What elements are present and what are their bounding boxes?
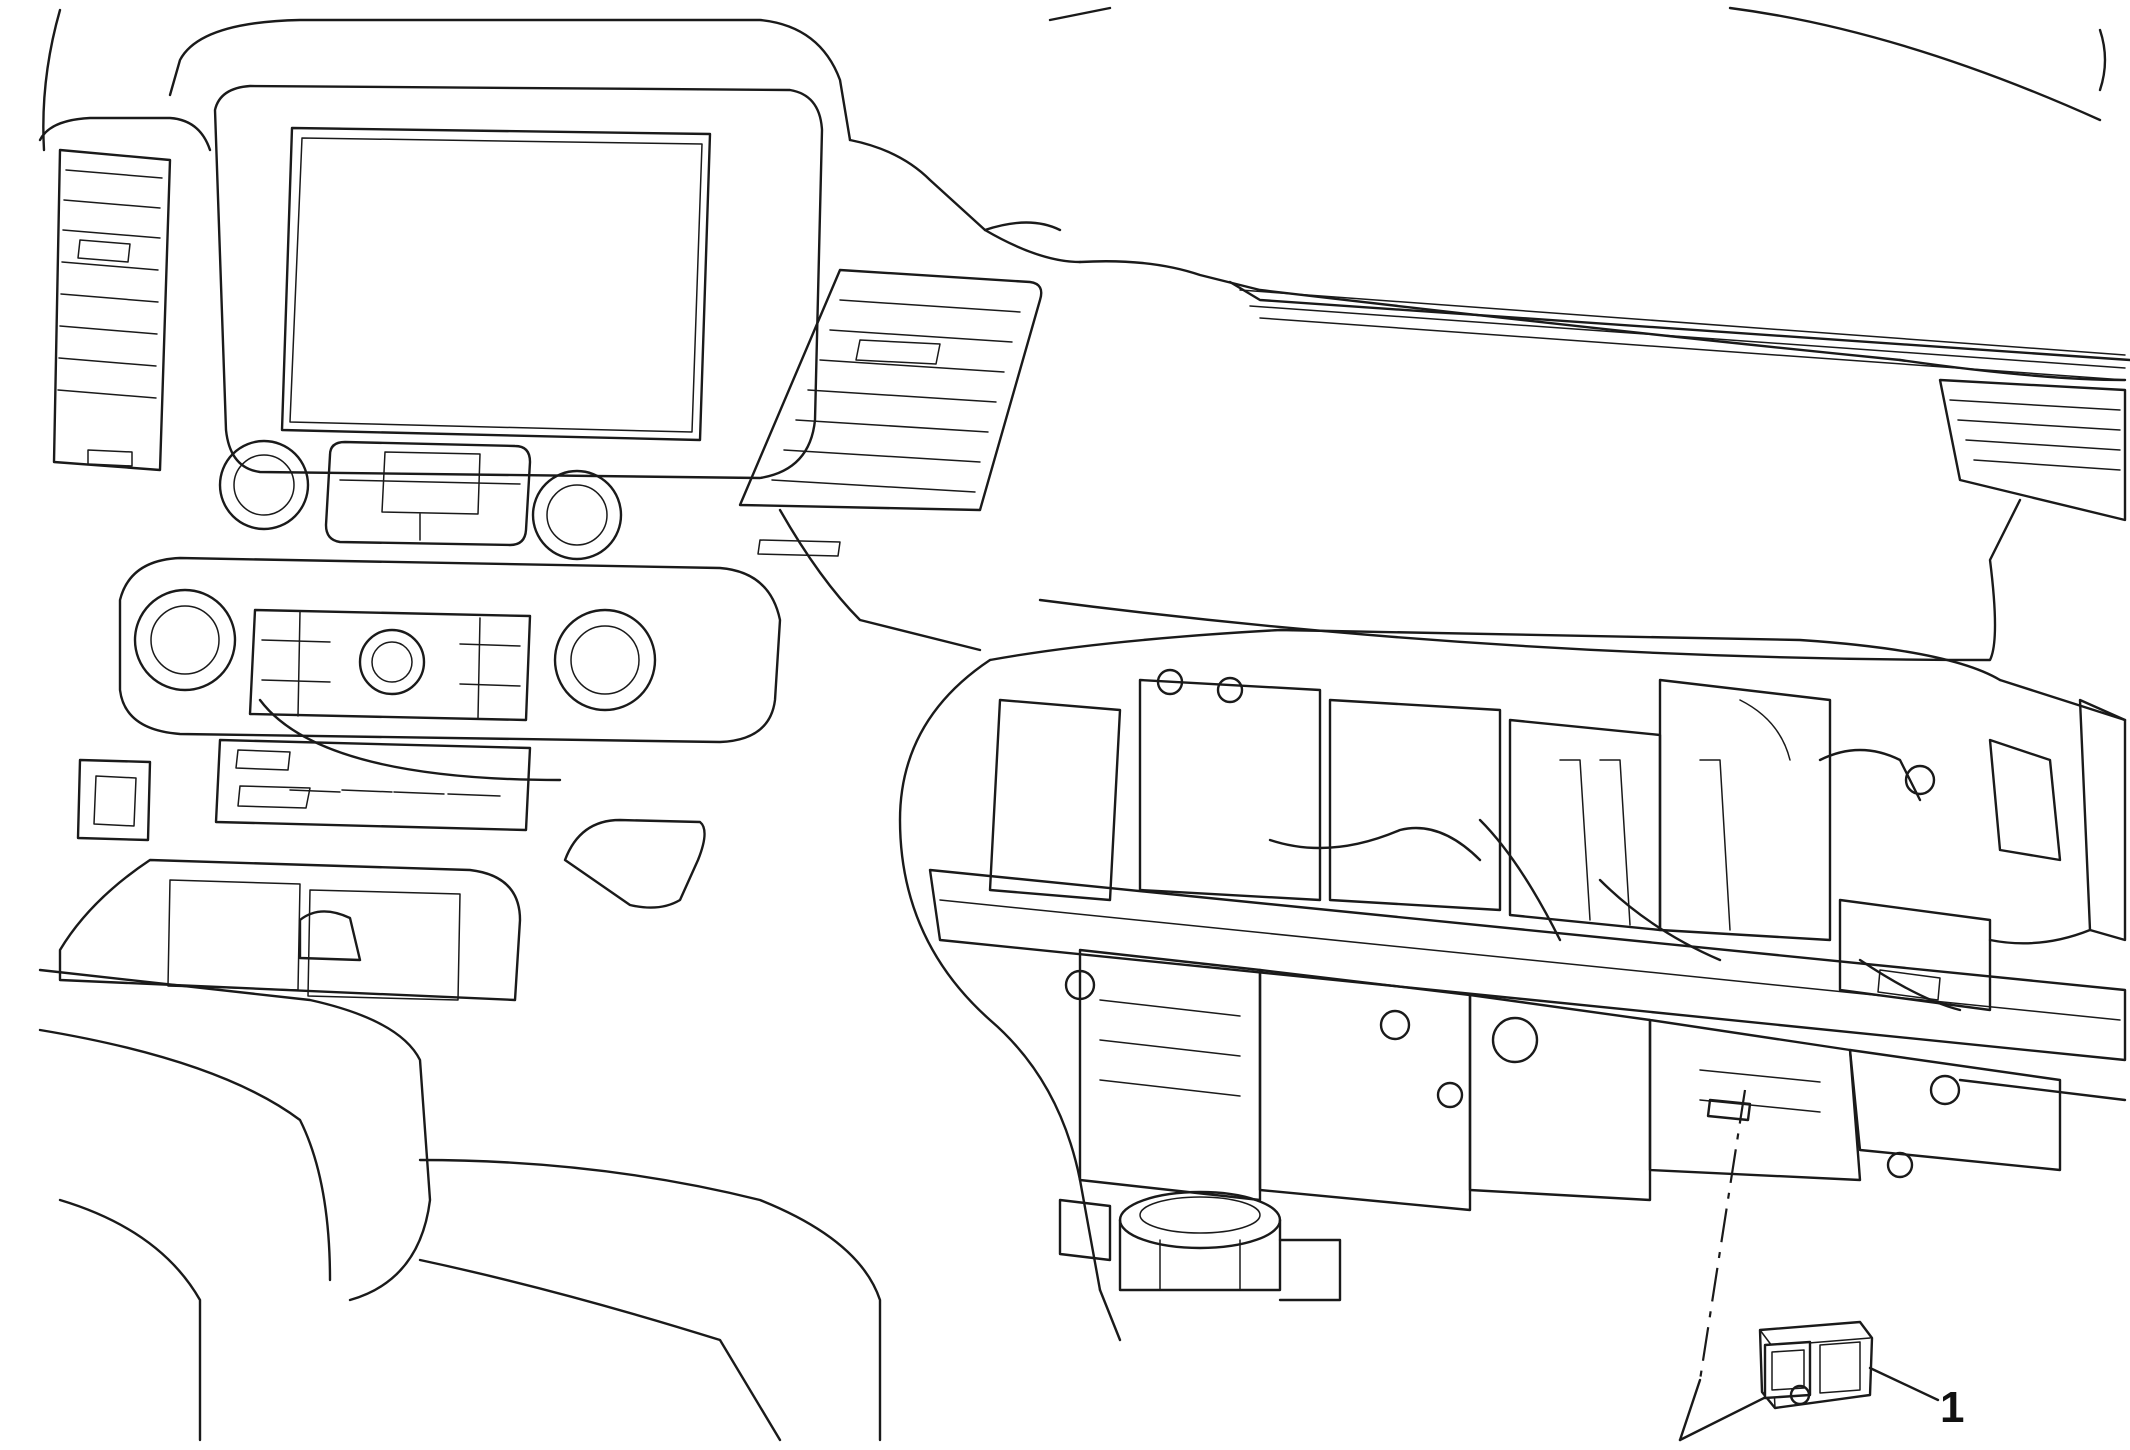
passenger-air-vent (1938, 378, 2127, 522)
console-storage (58, 858, 522, 1002)
left-air-vent (52, 148, 172, 472)
center-stack (38, 8, 1082, 1442)
electrical-connector-component (1678, 1089, 1874, 1442)
climate-controls (118, 556, 782, 744)
hvac-module-cutaway (898, 628, 2127, 1342)
dash-top (738, 6, 2130, 662)
right-center-air-vent (738, 268, 1043, 557)
right-usb-port (563, 818, 706, 909)
radio-controls (218, 439, 623, 561)
callout-1-label: 1 (1940, 1383, 1965, 1432)
blower-motor (1118, 1190, 1282, 1292)
callout-1-leader (1868, 1366, 1940, 1402)
left-usb-port (76, 758, 152, 842)
switch-bank (214, 738, 532, 832)
